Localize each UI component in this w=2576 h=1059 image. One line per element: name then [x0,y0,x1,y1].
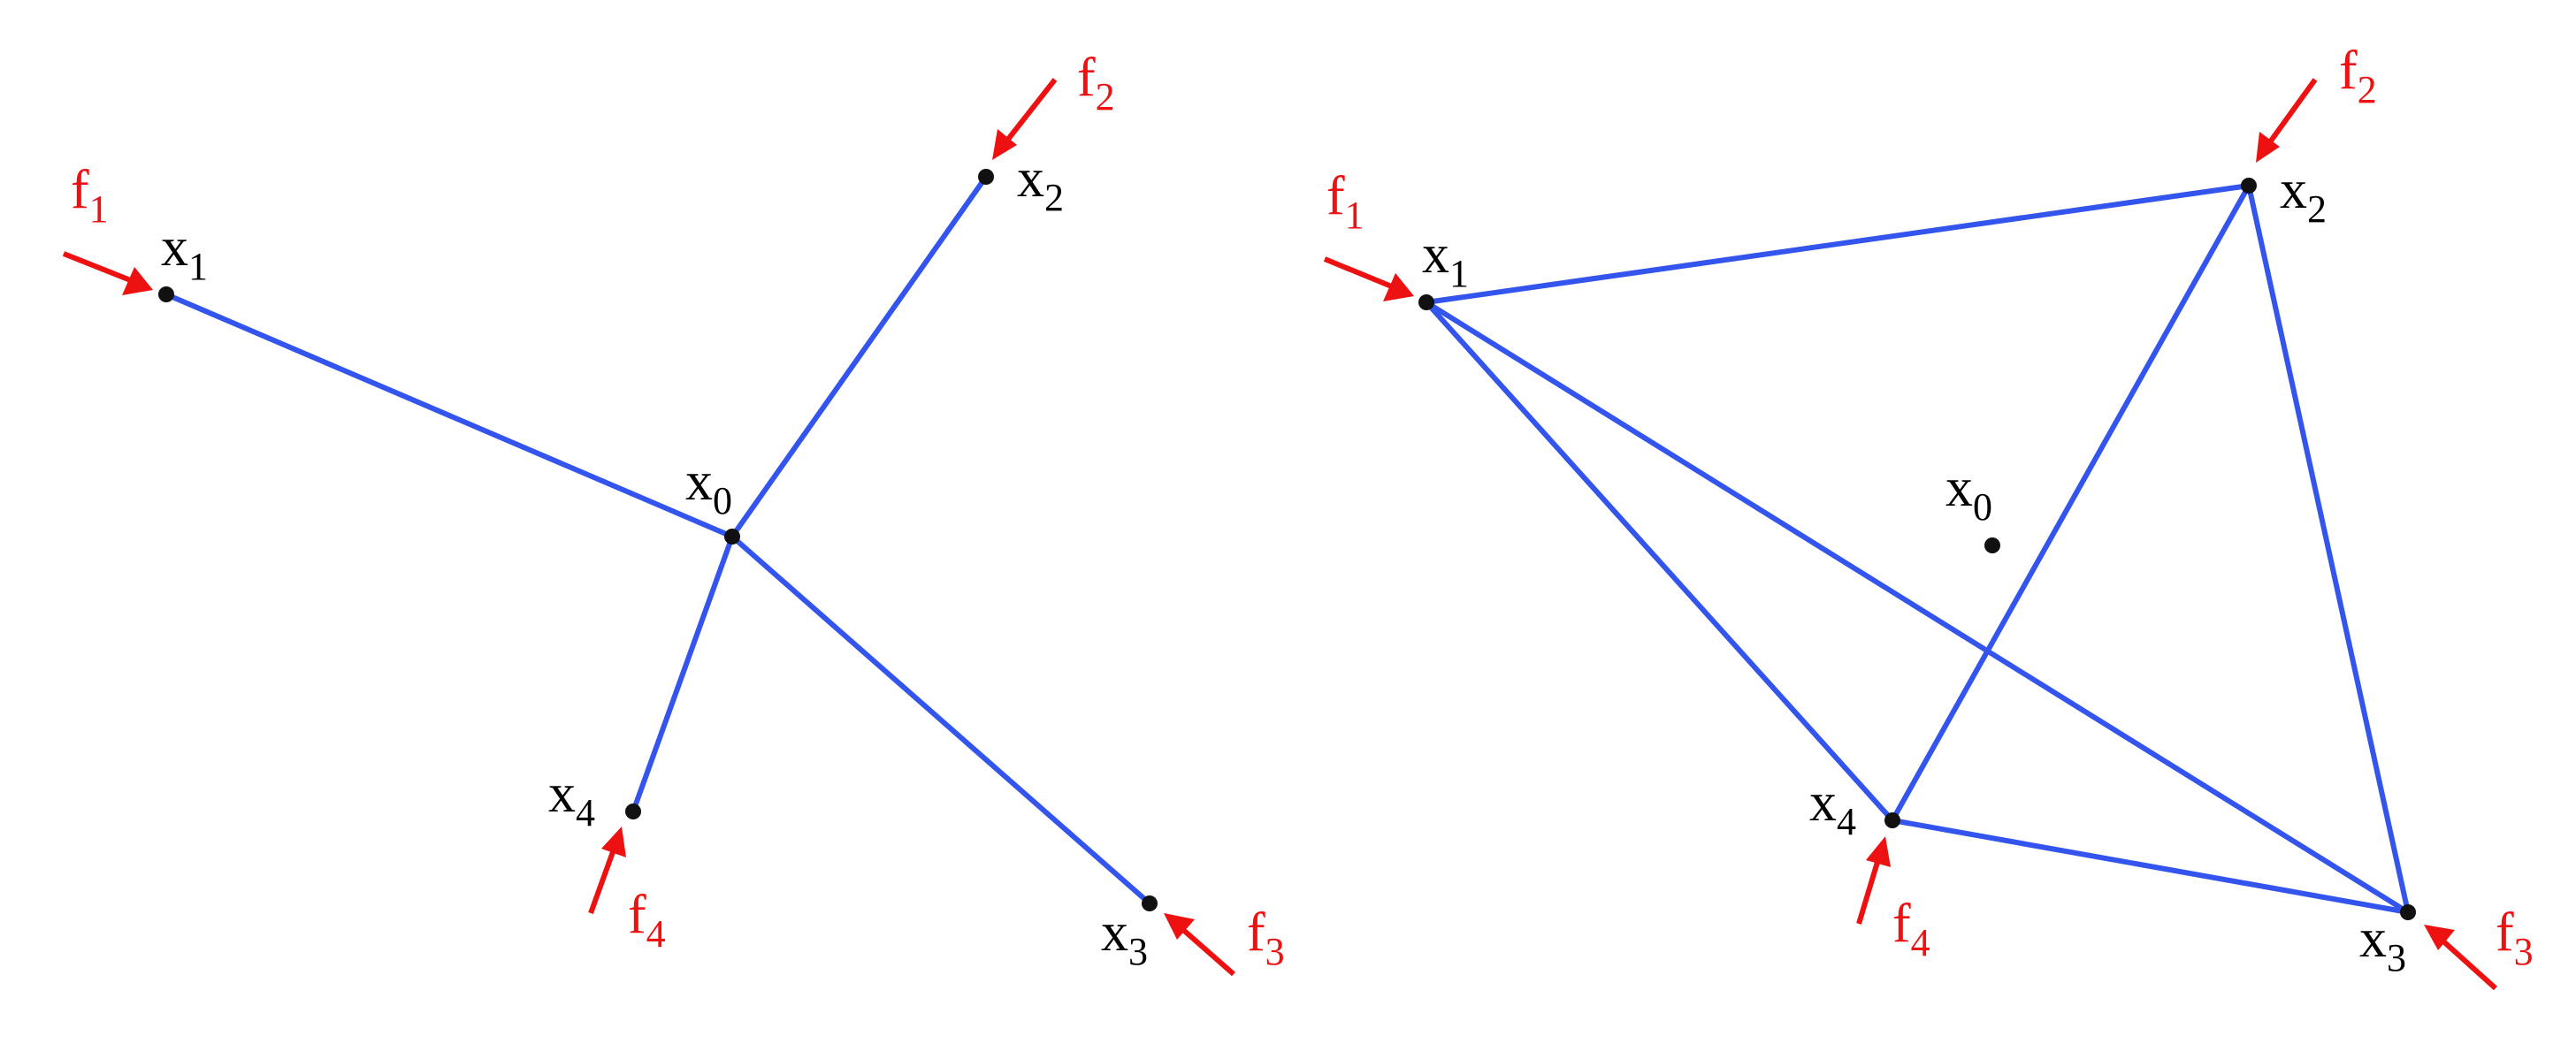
edge-x2-x3 [2246,183,2411,915]
label-x2: x2 [2280,160,2327,231]
label-x1: x1 [161,217,208,288]
node-x0 [1984,537,2000,553]
force-arrow-f3 [2424,925,2498,991]
force-arrow-f4 [588,827,626,915]
edge-x0-x3 [730,534,1152,906]
label-f4: f4 [628,885,666,956]
label-x1: x1 [1422,225,1469,295]
node-x4 [1884,812,1900,828]
force-arrow-f1 [62,251,153,295]
edge-x1-x3 [1424,300,2411,915]
label-f1: f1 [1326,166,1364,237]
force-arrow-f2 [992,78,1058,160]
edge-x1-x2 [1424,183,2251,305]
label-f2: f2 [2339,41,2377,111]
edge-x1-x4 [1424,300,1895,823]
node-x0 [724,529,740,545]
label-x2: x2 [1017,149,1064,219]
left-panel: x0 x1 x2 x3 x4 f1 f2 f3 f4 [62,48,1285,977]
edge-x4-x3 [1890,818,2411,915]
label-f3: f3 [1247,903,1285,973]
edge-x2-x4 [1890,183,2251,823]
label-f2: f2 [1077,48,1115,118]
force-arrow-f2 [2256,78,2318,163]
label-x4: x4 [1809,773,1856,843]
node-x3 [2400,904,2416,920]
label-f4: f4 [1892,894,1930,964]
label-x3: x3 [2359,909,2406,979]
node-x1 [158,286,174,302]
edge-x0-x2 [730,174,989,539]
force-arrow-f3 [1164,913,1235,977]
force-arrow-f1 [1323,256,1414,301]
label-f1: f1 [71,160,109,231]
force-arrow-f4 [1856,836,1891,925]
right-panel: x0 x1 x2 x3 x4 f1 f2 f3 f4 [1323,41,2534,991]
label-x0: x0 [685,452,732,522]
label-x0: x0 [1945,458,1992,529]
edge-x0-x4 [631,534,735,814]
edge-x0-x1 [164,292,735,539]
node-x3 [1142,895,1158,911]
node-x2 [978,169,994,185]
label-f3: f3 [2496,903,2534,973]
node-x1 [1418,294,1434,310]
label-x3: x3 [1101,903,1148,973]
node-x4 [625,804,641,819]
node-x2 [2241,178,2257,194]
label-x4: x4 [548,764,595,834]
